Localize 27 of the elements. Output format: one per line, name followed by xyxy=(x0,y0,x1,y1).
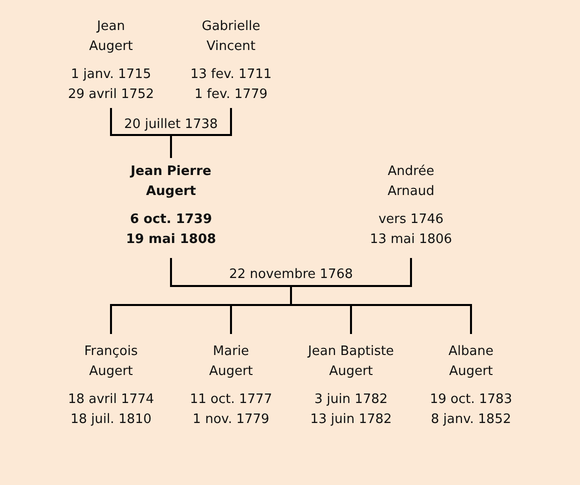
connector-line xyxy=(290,258,472,334)
life-date: 18 juil. 1810 xyxy=(70,411,152,429)
life-date: 6 oct. 1739 xyxy=(130,211,212,229)
person-name: Jean Augert xyxy=(89,18,133,56)
life-date: 29 avril 1752 xyxy=(68,86,154,104)
life-date: 13 fev. 1711 xyxy=(190,66,272,84)
person-name: Albane Augert xyxy=(448,343,494,381)
person-name: Jean Baptiste Augert xyxy=(308,343,394,381)
life-date: 3 juin 1782 xyxy=(314,391,388,409)
life-date: 8 janv. 1852 xyxy=(430,411,512,429)
marriage-date: 20 juillet 1738 xyxy=(122,116,220,134)
life-date: 1 janv. 1715 xyxy=(70,66,152,84)
life-date: 1 nov. 1779 xyxy=(192,411,270,429)
life-date: 11 oct. 1777 xyxy=(190,391,272,409)
life-date: 19 oct. 1783 xyxy=(430,391,512,409)
person-name: Jean Pierre Augert xyxy=(130,163,212,201)
person-name: Marie Augert xyxy=(209,343,253,381)
connector-line xyxy=(170,108,232,158)
person-name: Gabrielle Vincent xyxy=(202,18,260,56)
life-date: vers 1746 xyxy=(378,211,444,229)
life-date: 1 fev. 1779 xyxy=(194,86,268,104)
person-name: François Augert xyxy=(84,343,138,381)
life-date: 19 mai 1808 xyxy=(126,231,216,249)
life-date: 18 avril 1774 xyxy=(68,391,154,409)
person-name: Andrée Arnaud xyxy=(388,163,434,201)
life-date: 13 mai 1806 xyxy=(370,231,452,249)
life-date: 13 juin 1782 xyxy=(310,411,392,429)
